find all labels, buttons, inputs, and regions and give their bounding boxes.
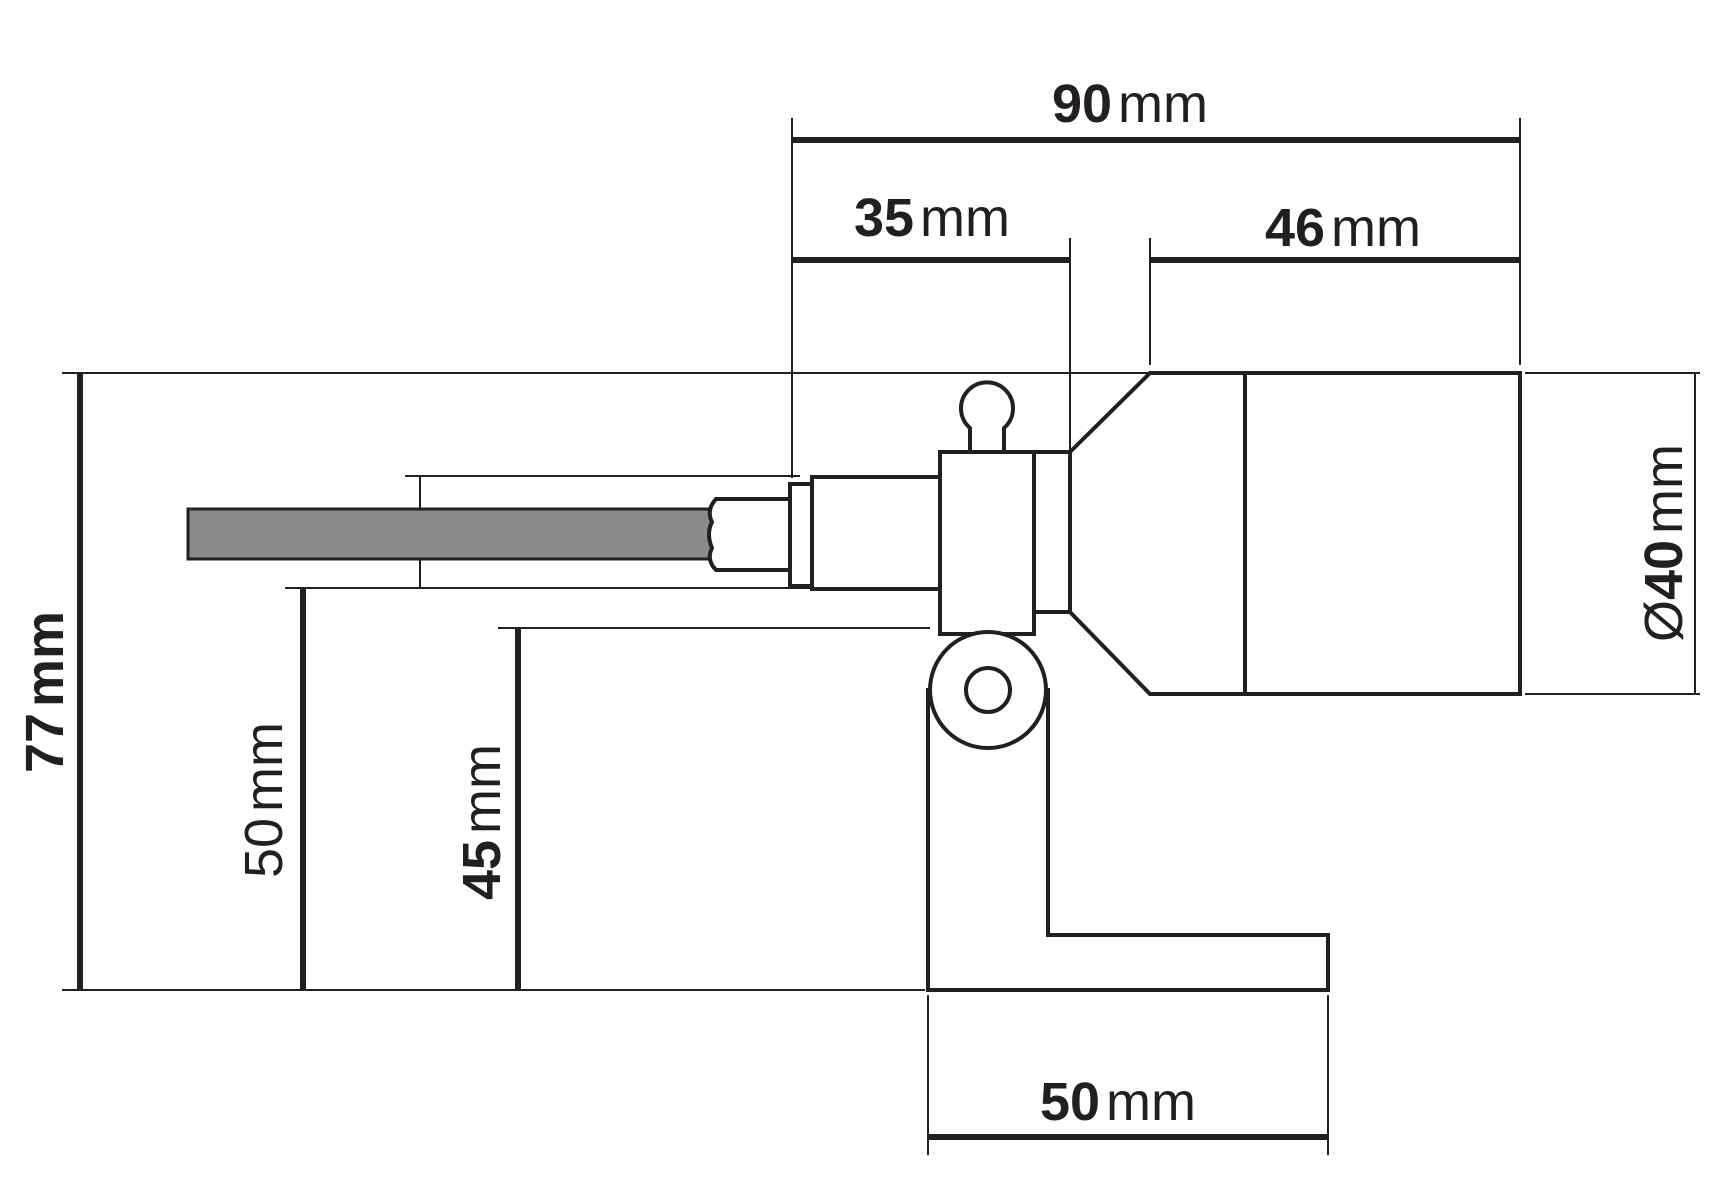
lamp-drawing xyxy=(186,371,1522,992)
collar xyxy=(1032,450,1072,614)
label-head-diameter: Ø40mm xyxy=(1634,444,1694,642)
label-total-height: 77mm xyxy=(15,611,75,773)
dimension-lines xyxy=(77,137,1520,1140)
lamp-head xyxy=(1068,371,1522,696)
extension-lines xyxy=(62,118,1700,1155)
pivot-screw xyxy=(964,666,1012,714)
adjust-knob xyxy=(959,380,1015,454)
cable-gland xyxy=(707,497,792,572)
gland-ring xyxy=(788,482,814,588)
pivot-housing xyxy=(938,450,1036,636)
cable xyxy=(186,507,718,561)
label-cable-height: 50mm xyxy=(234,722,294,878)
body-tube xyxy=(810,475,942,591)
label-pivot-height: 45mm xyxy=(452,744,512,900)
